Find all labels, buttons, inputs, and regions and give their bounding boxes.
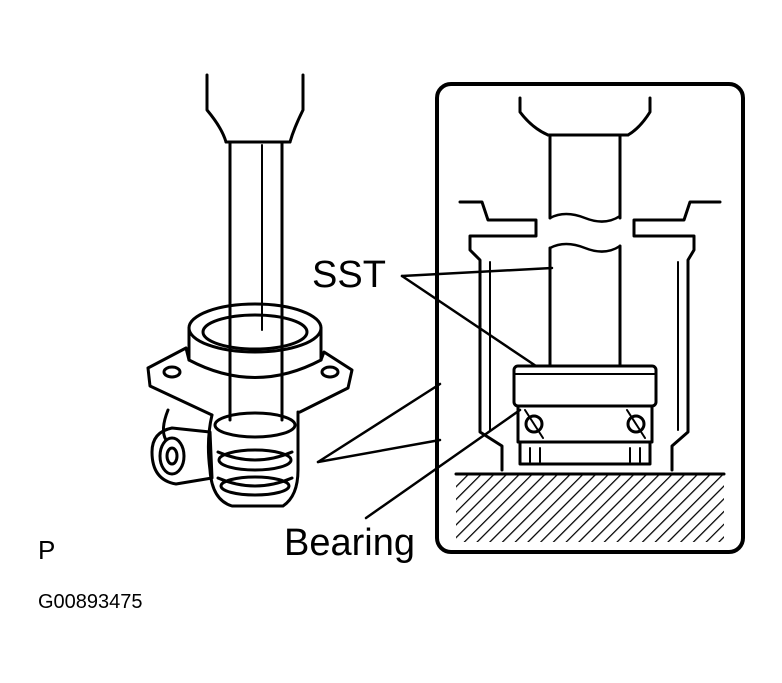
detail-view — [435, 82, 745, 554]
housing-ring — [187, 302, 323, 362]
housing-body — [150, 408, 300, 508]
housing-flange — [146, 346, 354, 417]
press-assembly — [146, 73, 354, 508]
sst-plate — [512, 364, 658, 408]
press-ram — [205, 73, 305, 144]
figure-code-label: G00893475 — [38, 591, 143, 613]
press-bed — [456, 474, 724, 542]
sst-label: SST — [312, 254, 386, 296]
detail-frame — [435, 82, 745, 554]
view-code-label: P — [38, 535, 56, 565]
bearing — [516, 404, 654, 466]
bearing-label: Bearing — [284, 522, 415, 564]
leader-lines — [316, 266, 554, 520]
